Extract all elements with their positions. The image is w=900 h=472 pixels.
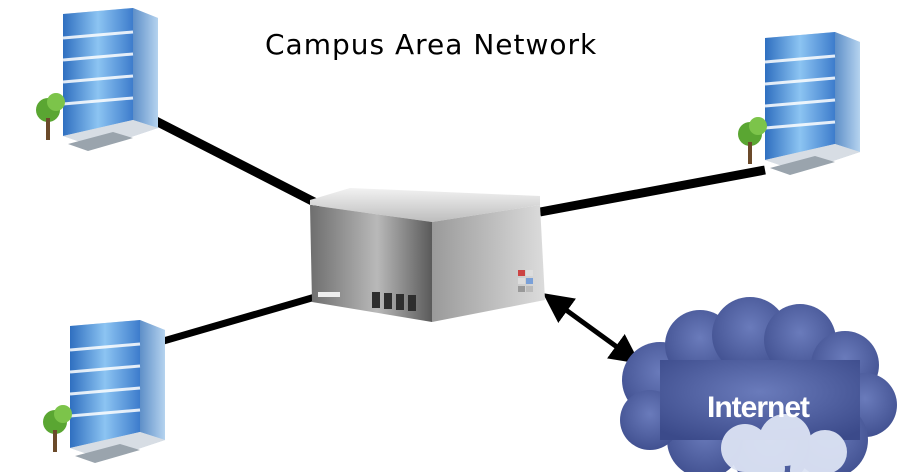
building-icon <box>43 320 165 463</box>
cloud-icon <box>620 297 897 472</box>
diagram-title: Campus Area Network <box>265 28 598 61</box>
link-top-right <box>539 165 766 217</box>
link-bottom-left <box>159 291 323 346</box>
link-top-left <box>147 113 323 210</box>
links <box>147 113 766 364</box>
cloud-label: Internet <box>707 391 810 424</box>
link-internet <box>542 293 641 364</box>
building-icon <box>738 32 860 175</box>
building-icon <box>36 8 158 151</box>
server-icon <box>310 188 545 322</box>
